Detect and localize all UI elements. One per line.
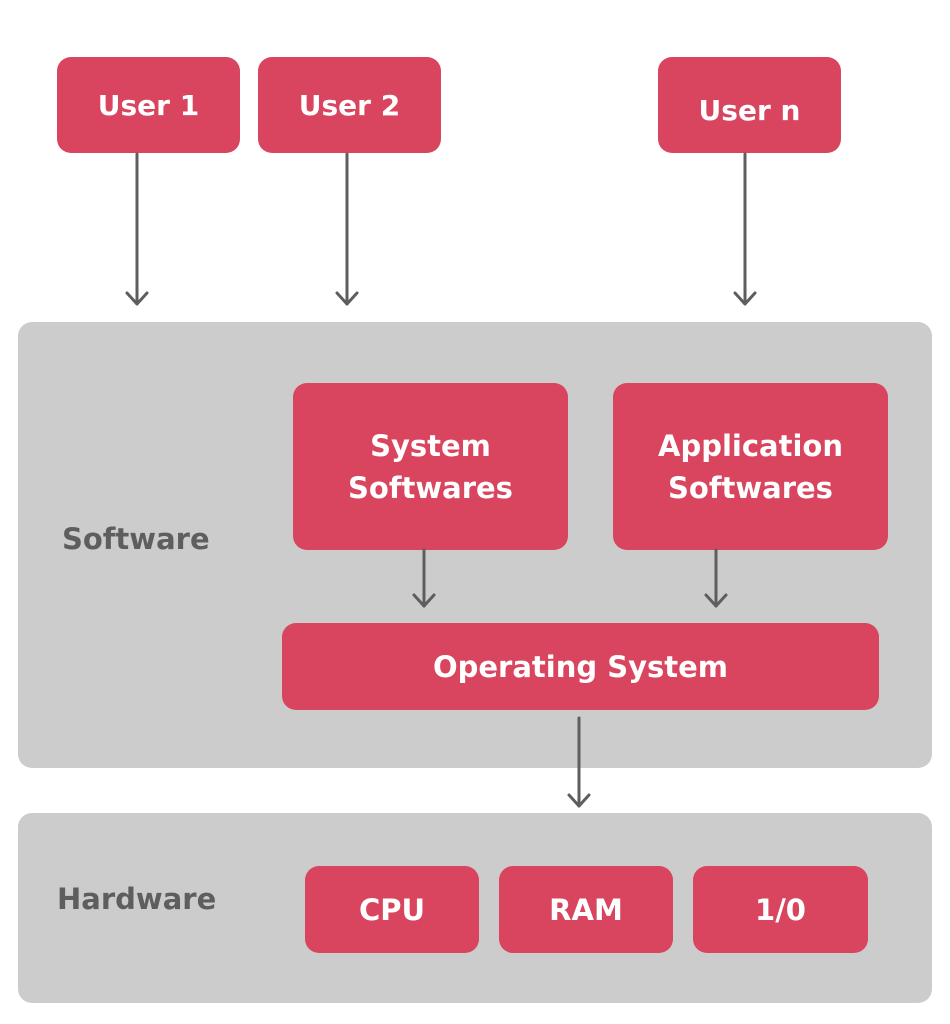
application-softwares-line1: Application (658, 428, 843, 463)
application-softwares-line2: Softwares (668, 470, 833, 505)
system-softwares-line2: Softwares (348, 470, 513, 505)
user-2-box: User 2 (258, 57, 441, 153)
arrow-os-to-hardware (567, 716, 591, 808)
arrow-application-to-os (704, 548, 728, 608)
user-1-box: User 1 (57, 57, 240, 153)
operating-system-box: Operating System (282, 623, 879, 710)
user-n-box: User n (658, 57, 841, 153)
system-softwares-box: System Softwares (293, 383, 568, 550)
software-label: Software (62, 522, 210, 556)
system-softwares-line1: System (370, 428, 491, 463)
hardware-label: Hardware (57, 882, 217, 916)
io-box: 1/0 (693, 866, 868, 953)
cpu-box: CPU (305, 866, 479, 953)
arrow-usern-to-software (733, 152, 757, 306)
arrow-user1-to-software (125, 152, 149, 306)
application-softwares-box: Application Softwares (613, 383, 888, 550)
ram-box: RAM (499, 866, 673, 953)
arrow-system-to-os (412, 548, 436, 608)
arrow-user2-to-software (335, 152, 359, 306)
